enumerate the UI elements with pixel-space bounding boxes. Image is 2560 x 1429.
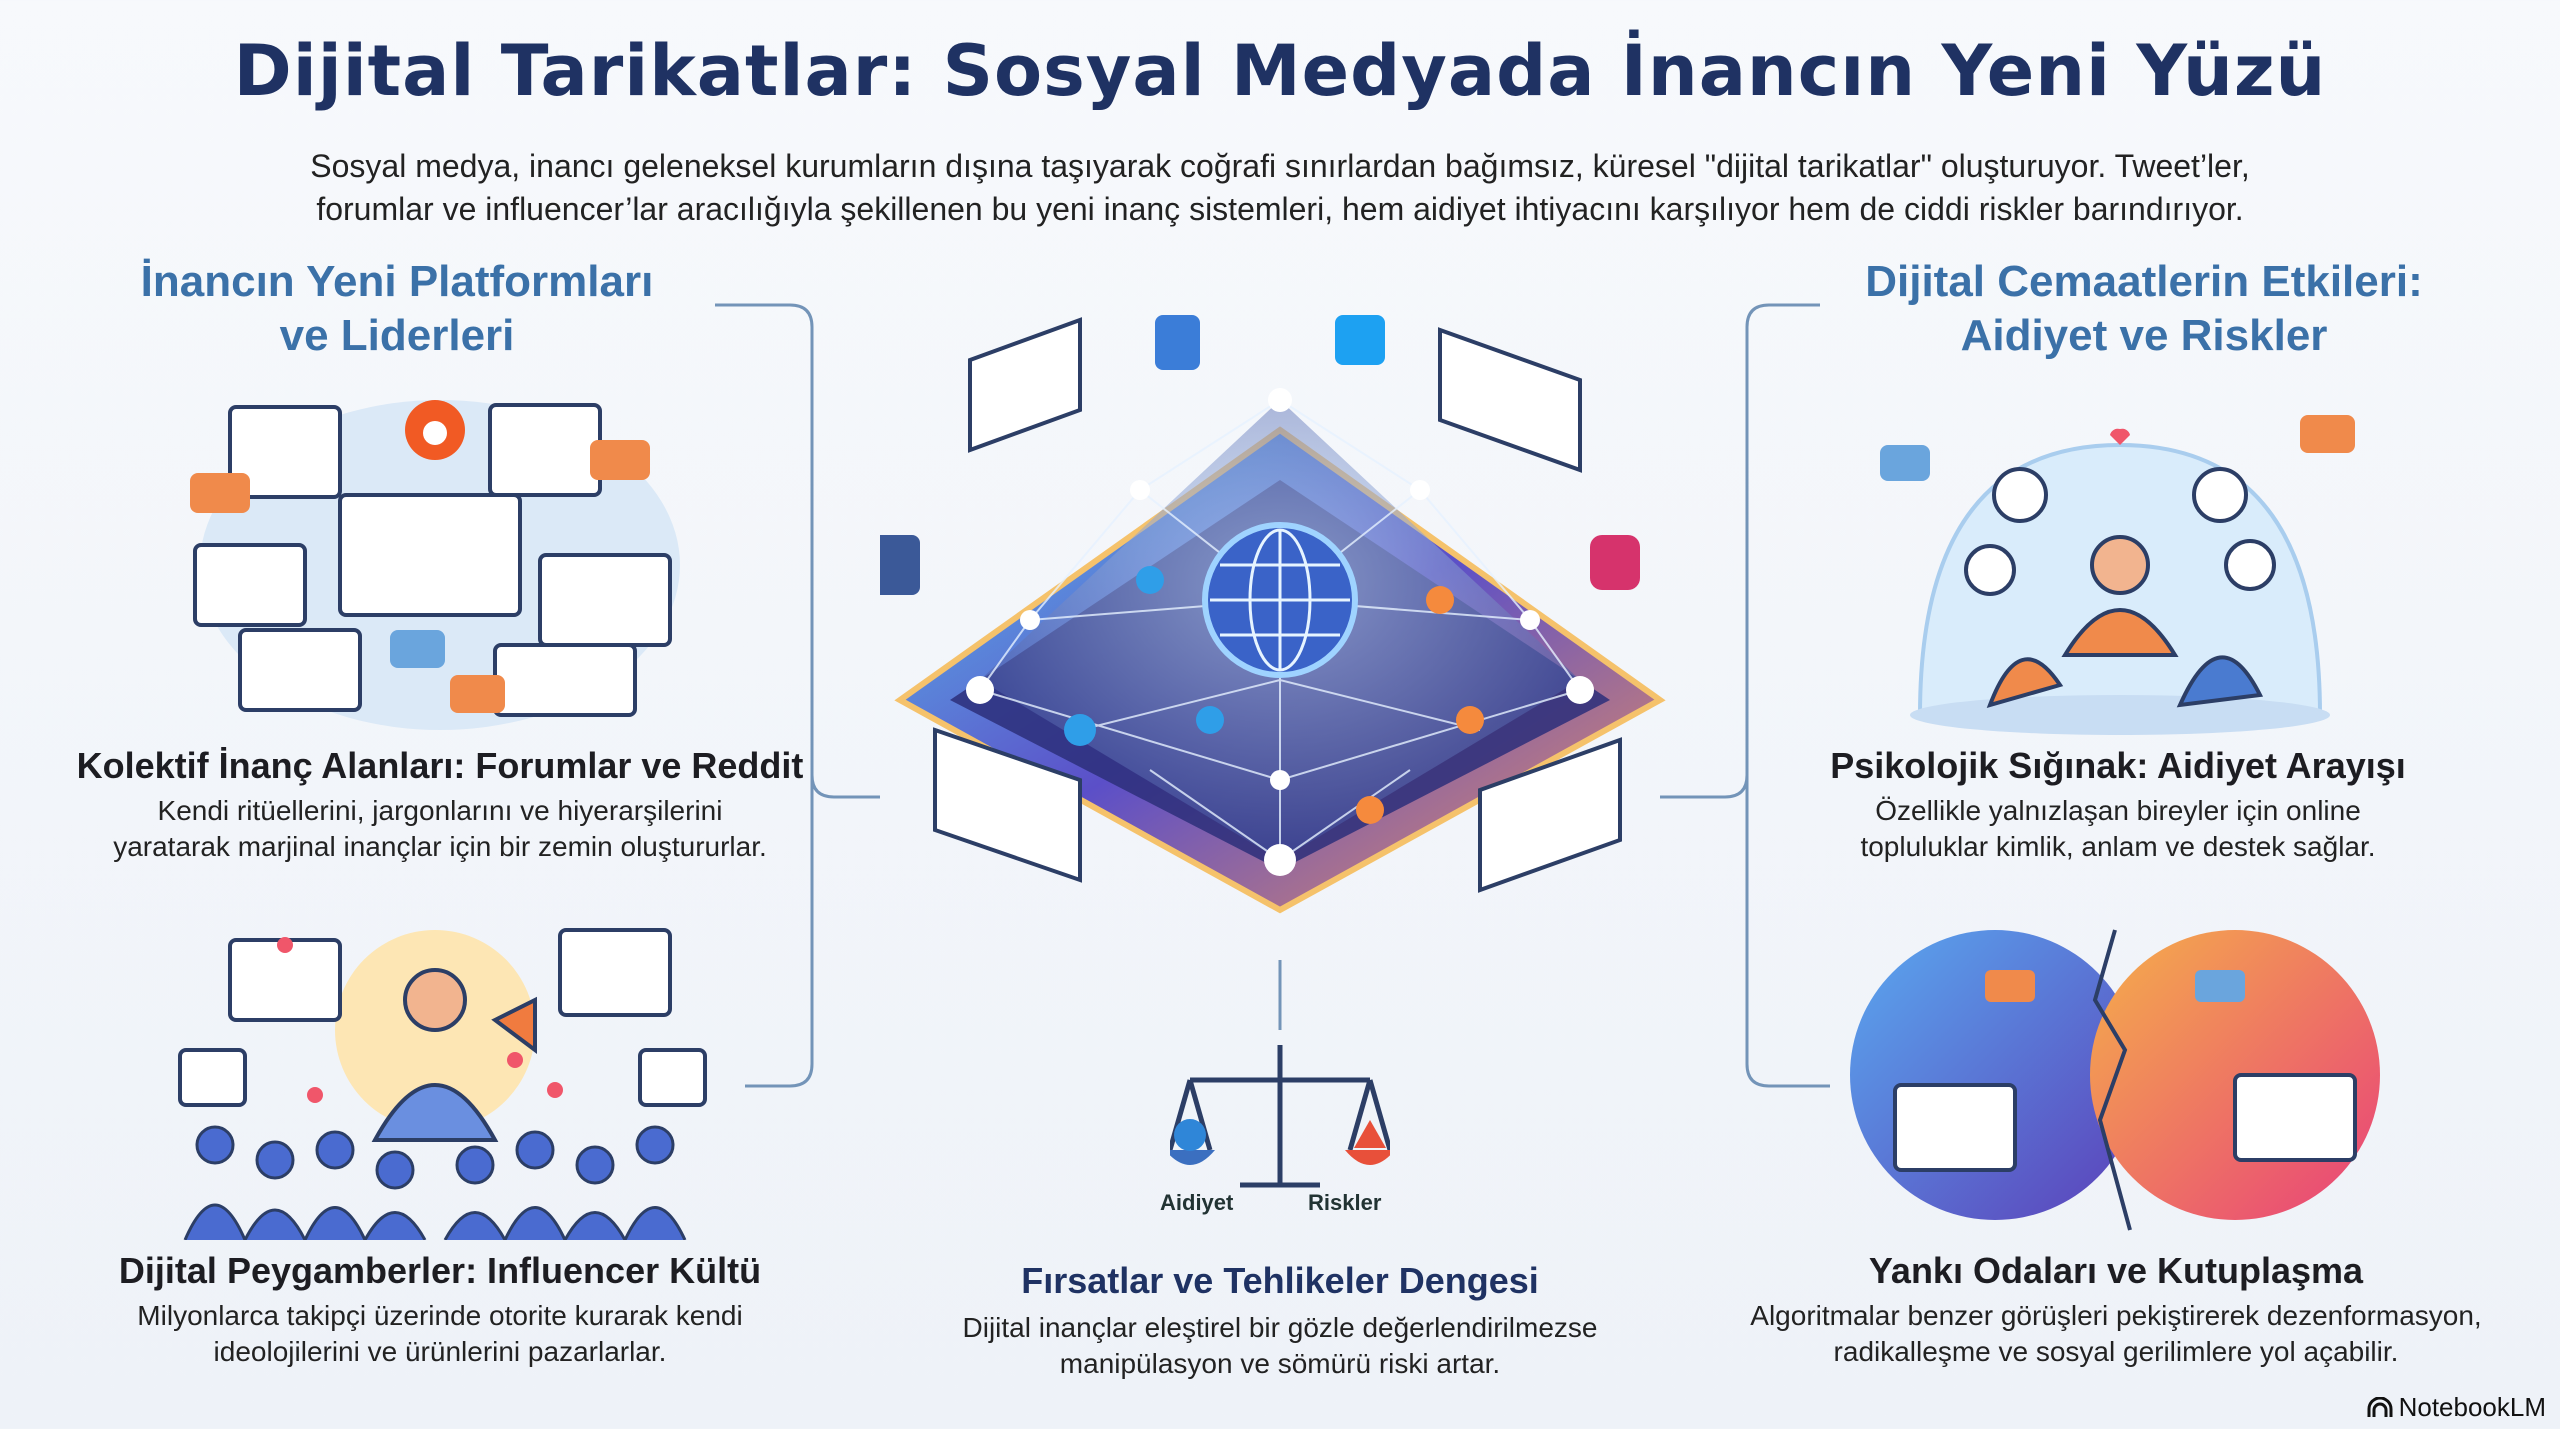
forum-illustration	[190, 400, 680, 730]
card-title: Psikolojik Sığınak: Aidiyet Arayışı	[1830, 745, 2406, 786]
card-desc: Kendi ritüellerini, jargonlarını ve hiye…	[30, 793, 850, 865]
balance-scale-icon	[1170, 1045, 1390, 1188]
desc-line: ideolojilerini ve ürünlerini pazarlarlar…	[213, 1336, 667, 1367]
heading-line: ve Liderleri	[279, 311, 515, 360]
brand-label: NotebookLM	[2398, 1392, 2546, 1422]
scale-label-riskler: Riskler	[1308, 1190, 1382, 1215]
desc-line: Algoritmalar benzer görüşleri pekiştirer…	[1750, 1300, 2482, 1331]
desc-line: yaratarak marjinal inançlar için bir zem…	[113, 831, 767, 862]
notebooklm-logo-icon	[2367, 1396, 2393, 1417]
card-title: Dijital Peygamberler: Influencer Kültü	[118, 1250, 762, 1291]
scale-label-aidiyet: Aidiyet	[1160, 1190, 1234, 1215]
card-desc: Milyonlarca takipçi üzerinde otorite kur…	[30, 1298, 850, 1370]
influencer-illustration	[178, 928, 707, 1240]
network-platform-illustration	[880, 315, 1666, 914]
echo-chamber-illustration	[1850, 929, 2380, 1231]
left-section-heading: İnancın Yeni Platformları ve Liderleri	[77, 255, 717, 363]
heading-line: İnancın Yeni Platformları	[140, 257, 654, 306]
desc-line: Dijital inançlar eleştirel bir gözle değ…	[962, 1312, 1598, 1343]
desc-line: Özellikle yalnızlaşan bireyler için onli…	[1875, 795, 2361, 826]
heading-line: Dijital Cemaatlerin Etkileri:	[1865, 257, 2423, 306]
right-section-heading: Dijital Cemaatlerin Etkileri: Aidiyet ve…	[1824, 255, 2464, 363]
intro-line-2: forumlar ve influencer’lar aracılığıyla …	[316, 191, 2244, 227]
desc-line: manipülasyon ve sömürü riski artar.	[1059, 1348, 1501, 1379]
community-dome-illustration	[1880, 415, 2355, 735]
desc-line: topluluklar kimlik, anlam ve destek sağl…	[1860, 831, 2376, 862]
intro-text: Sosyal medya, inancı geleneksel kurumlar…	[180, 145, 2380, 231]
intro-line-1: Sosyal medya, inancı geleneksel kurumlar…	[310, 148, 2250, 184]
center-desc: Dijital inançlar eleştirel bir gözle değ…	[870, 1310, 1690, 1382]
desc-line: Milyonlarca takipçi üzerinde otorite kur…	[137, 1300, 743, 1331]
heading-line: Aidiyet ve Riskler	[1960, 311, 2328, 360]
card-desc: Algoritmalar benzer görüşleri pekiştirer…	[1656, 1298, 2560, 1370]
notebooklm-brand: NotebookLM	[2367, 1392, 2546, 1423]
card-desc: Özellikle yalnızlaşan bireyler için onli…	[1708, 793, 2528, 865]
page-title: Dijital Tarikatlar: Sosyal Medyada İnanc…	[233, 30, 2327, 112]
center-title: Fırsatlar ve Tehlikeler Dengesi	[1021, 1260, 1539, 1301]
card-title: Yankı Odaları ve Kutuplaşma	[1868, 1250, 2364, 1291]
card-title: Kolektif İnanç Alanları: Forumlar ve Red…	[76, 745, 804, 786]
desc-line: radikalleşme ve sosyal gerilimlere yol a…	[1833, 1336, 2399, 1367]
desc-line: Kendi ritüellerini, jargonlarını ve hiye…	[157, 795, 723, 826]
